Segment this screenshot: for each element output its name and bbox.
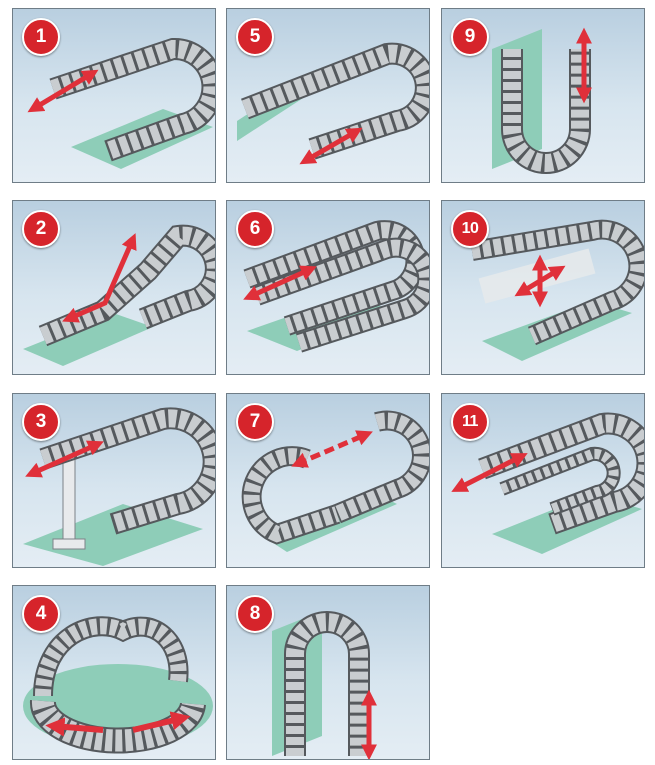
panel-6: 6	[226, 200, 430, 375]
panel-10: 10	[441, 200, 645, 375]
panel-number-badge: 5	[236, 18, 274, 56]
panel-1: 1	[12, 8, 216, 183]
panel-number-badge: 3	[22, 403, 60, 441]
panel-number-badge: 1	[22, 18, 60, 56]
panel-number-badge: 10	[451, 210, 489, 248]
panel-number-badge: 7	[236, 403, 274, 441]
panel-4: 4	[12, 585, 216, 760]
panel-7: 7	[226, 393, 430, 568]
panel-2: 2	[12, 200, 216, 375]
panel-9: 9	[441, 8, 645, 183]
panel-11: 11	[441, 393, 645, 568]
panel-5: 5	[226, 8, 430, 183]
panel-3: 3	[12, 393, 216, 568]
panel-number-badge: 2	[22, 210, 60, 248]
panel-number-badge: 6	[236, 210, 274, 248]
panel-number-badge: 11	[451, 403, 489, 441]
panel-number-badge: 8	[236, 595, 274, 633]
panel-number-badge: 9	[451, 18, 489, 56]
panel-number-badge: 4	[22, 595, 60, 633]
panel-8: 8	[226, 585, 430, 760]
